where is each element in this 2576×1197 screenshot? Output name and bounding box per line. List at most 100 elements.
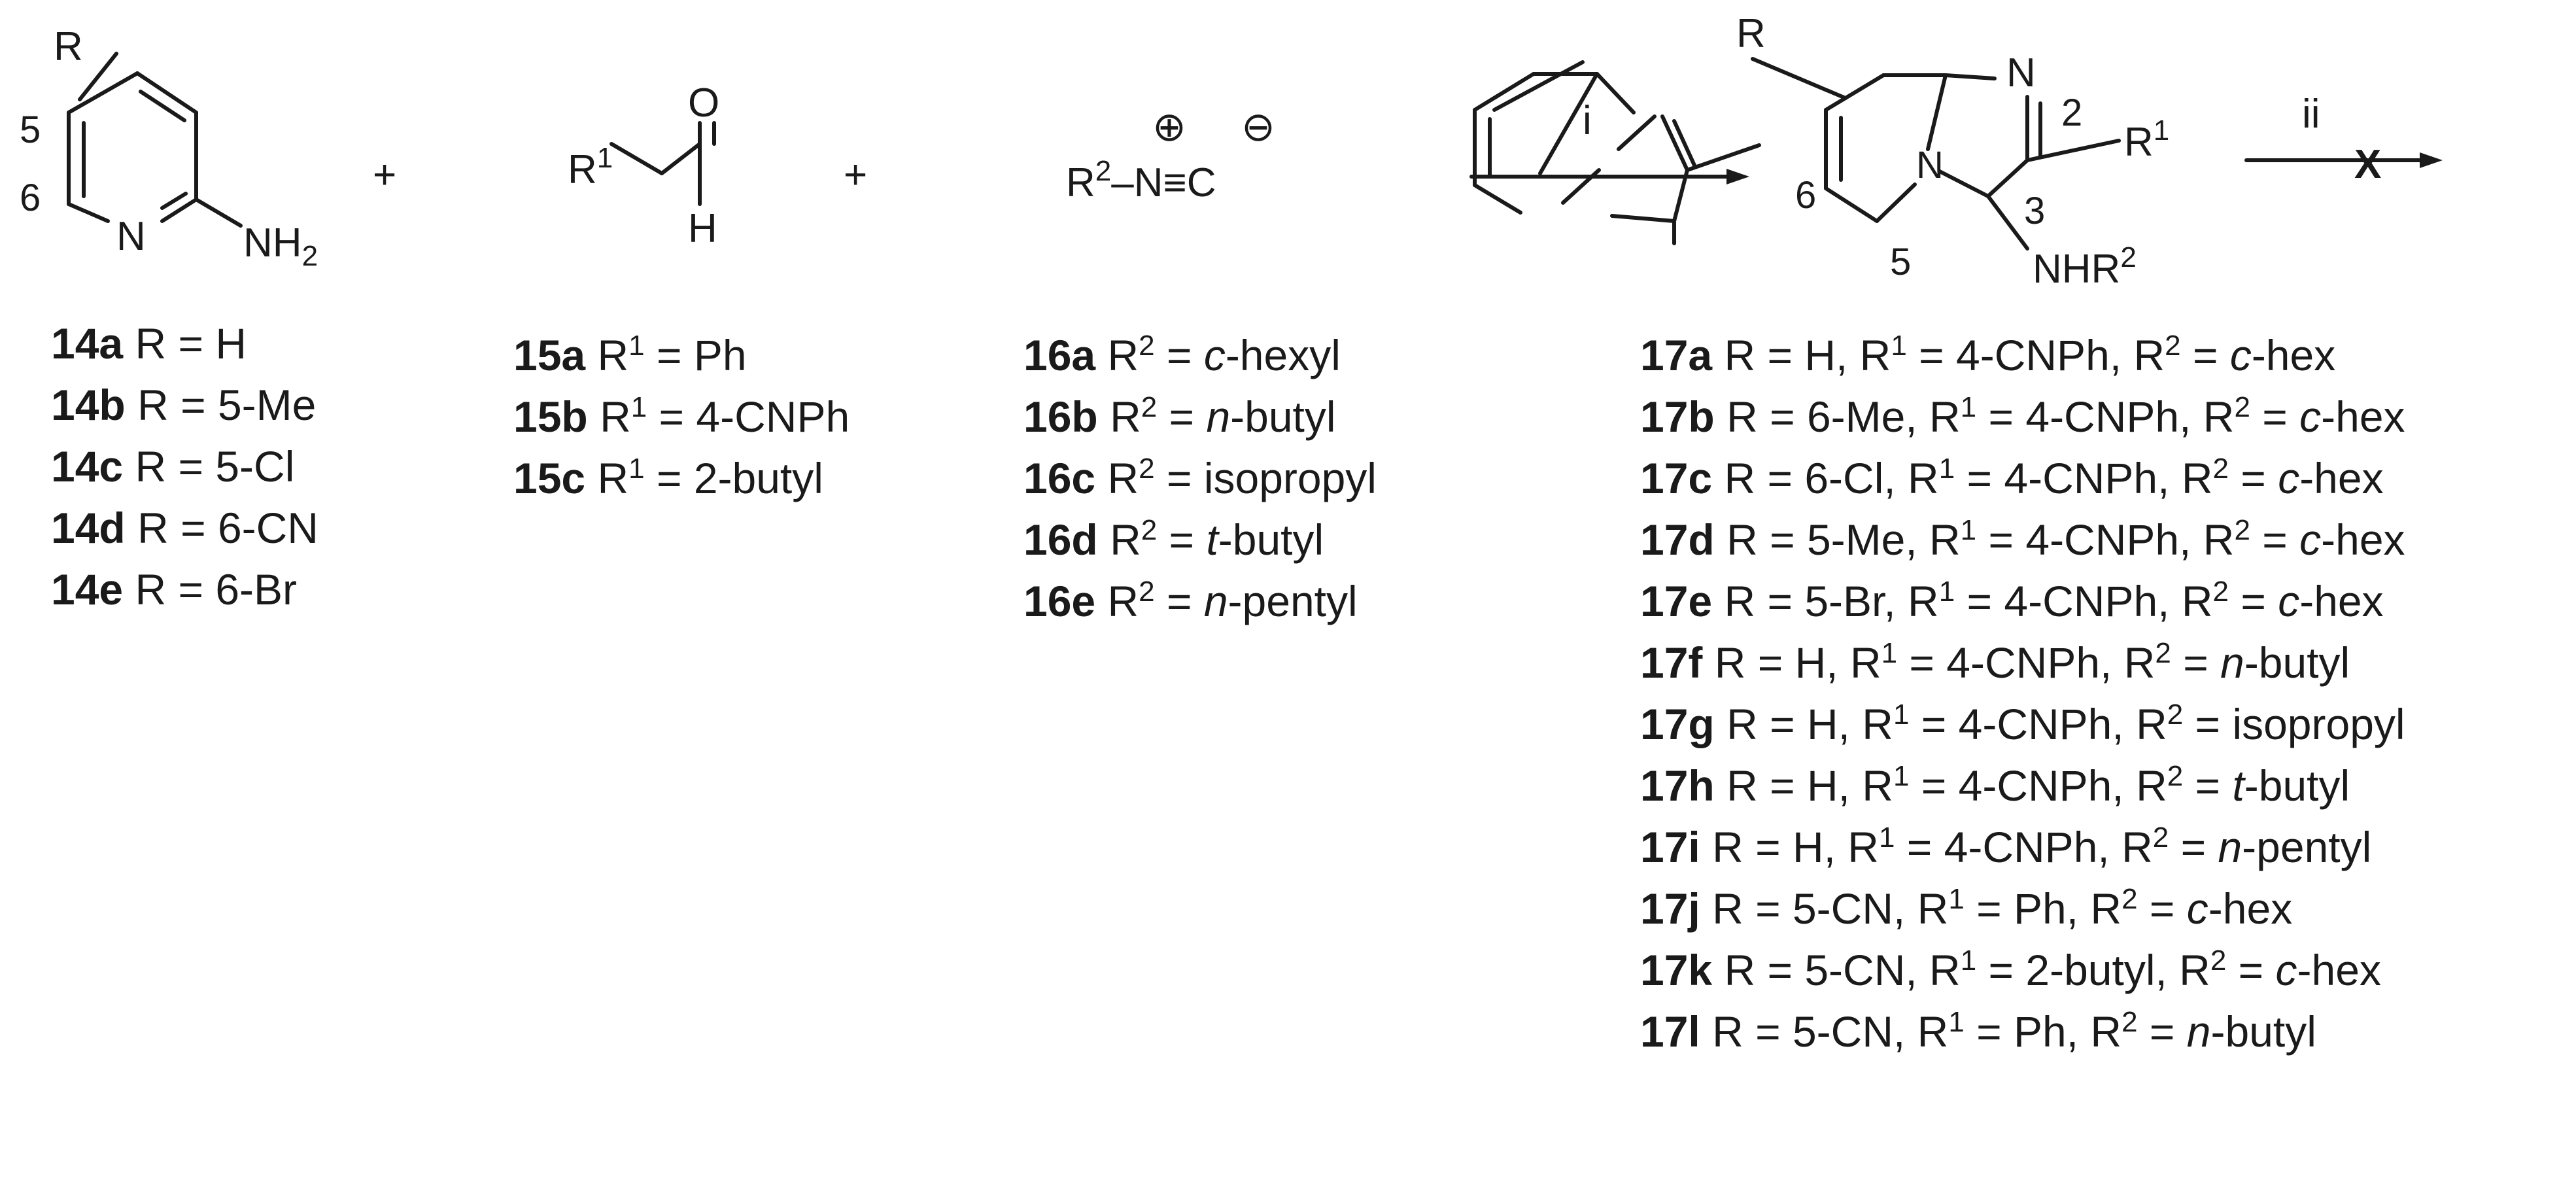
superscript: 2 xyxy=(2121,1006,2138,1038)
substituent-text: R = H, R xyxy=(1700,823,1879,871)
superscript: 2 xyxy=(1139,330,1155,362)
substituent-text: = 4-CNPh, R xyxy=(1976,392,2235,441)
superscript: 1 xyxy=(1893,699,1910,731)
superscript: 2 xyxy=(2165,330,2181,362)
list-item: 17b R = 6-Me, R1 = 4-CNPh, R2 = c-hex xyxy=(1640,392,2405,457)
substituent-text: = 2-butyl xyxy=(644,454,823,502)
italic-prefix: c xyxy=(2278,454,2300,502)
substituent-text: = xyxy=(2180,331,2230,379)
italic-prefix: c xyxy=(1203,331,1226,379)
substituent-text: R = 5-CN, R xyxy=(1700,884,1949,933)
italic-prefix: c xyxy=(2186,884,2208,933)
substituent-text: -pentyl xyxy=(2242,823,2372,871)
substituent-text: -butyl xyxy=(2210,1007,2316,1056)
list-item: 17j R = 5-CN, R1 = Ph, R2 = c-hex xyxy=(1640,884,2405,948)
product-N-bridgehead: N xyxy=(1916,144,1944,186)
substituent-text: R = 5-Cl xyxy=(123,442,295,491)
substituent-text: = xyxy=(1157,392,1207,441)
substituent-text: isopropyl xyxy=(2232,700,2405,748)
substituent-text: = xyxy=(2250,515,2300,564)
substituent-text: = 4-CNPh, R xyxy=(1909,700,2167,748)
substituent-text: -butyl xyxy=(1230,392,1336,441)
step-label-ii: ii xyxy=(2302,92,2320,137)
aldehyde-list: 15a R1 = Ph 15b R1 = 4-CNPh 15c R 1 = 2-b… xyxy=(513,331,850,518)
isocyanide-list: 16a R2 = c-hexyl 16b R2 = n-butyl 16c R2… xyxy=(1023,331,1377,641)
compound-id: 16e xyxy=(1023,577,1096,625)
substituent-text: = xyxy=(1154,331,1204,379)
list-item: 17a R = H, R1 = 4-CNPh, R2 = c-hex xyxy=(1640,331,2405,395)
list-item: 17k R = 5-CN, R1 = 2-butyl, R2 = c-hex xyxy=(1640,946,2405,1010)
aldehyde-H: H xyxy=(688,206,717,251)
compound-id: 14c xyxy=(51,442,124,491)
superscript: 1 xyxy=(1938,453,1955,485)
compound-id: 17e xyxy=(1640,577,1713,625)
substituent-text: -butyl xyxy=(1218,515,1324,564)
superscript: 1 xyxy=(628,453,645,485)
substituent-text: R = 6-Br xyxy=(123,565,298,614)
plus-sign-1: + xyxy=(373,152,396,198)
substituent-text: -hex xyxy=(2251,331,2336,379)
superscript: 2 xyxy=(1139,576,1155,608)
superscript: 1 xyxy=(1938,576,1955,608)
substituent-text: R xyxy=(587,392,631,441)
compound-id: 17f xyxy=(1640,638,1703,687)
list-item: 14c R = 5-Cl xyxy=(51,445,318,506)
aldehyde-R1: R1 xyxy=(568,142,613,192)
list-item: 14b R = 5-Me xyxy=(51,383,318,445)
list-item: 16d R2 = t-butyl xyxy=(1023,515,1377,580)
superscript: 1 xyxy=(1891,330,1907,362)
superscript: 2 xyxy=(2234,391,2250,423)
list-item: 17g R = H, R1 = 4-CNPh, R2 = isopropyl xyxy=(1640,700,2405,764)
arrowhead-ii xyxy=(2420,152,2443,168)
compound-id: 15c xyxy=(513,454,586,502)
blocked-mark: X xyxy=(2354,142,2381,187)
substituent-text: = 4-CNPh, R xyxy=(1909,761,2167,810)
list-item: 15a R1 = Ph xyxy=(513,331,850,395)
superscript: 2 xyxy=(2234,514,2250,546)
superscript: 1 xyxy=(1948,883,1965,915)
position-5-label: 5 xyxy=(20,109,41,151)
substituent-text: = 4-CNPh, R xyxy=(1976,515,2235,564)
isocyanide-formula: R2–N≡C xyxy=(1066,155,1216,205)
italic-prefix: n xyxy=(2186,1007,2211,1056)
superscript: 2 xyxy=(1139,453,1155,485)
product-R1: R1 xyxy=(2124,114,2169,165)
substituent-text: -hex xyxy=(2297,946,2381,994)
substituent-text: R = H, R xyxy=(1714,761,1893,810)
list-item: 16a R2 = c-hexyl xyxy=(1023,331,1377,395)
compound-id: 14e xyxy=(51,565,124,614)
substituent-text: R xyxy=(1097,392,1141,441)
list-item: 17l R = 5-CN, R1 = Ph, R2 = n-butyl xyxy=(1640,1007,2405,1071)
substituent-text: = Ph xyxy=(644,331,747,379)
amine-NH: NH2 xyxy=(243,220,318,272)
substituent-text: -pentyl xyxy=(1228,577,1358,625)
substituent-text: = xyxy=(2183,761,2233,810)
substituent-text: R = 6-Me, R xyxy=(1714,392,1961,441)
aminopyridine-list: 14a R = H 14b R = 5-Me 14c R = 5-Cl 14d … xyxy=(51,322,318,629)
substituent-text: = 4-CNPh, R xyxy=(1895,823,2153,871)
substituent-text: -hex xyxy=(2321,392,2405,441)
substituent-text: -butyl xyxy=(2244,638,2350,687)
italic-prefix: c xyxy=(2299,392,2322,441)
italic-prefix: c xyxy=(2275,946,2297,994)
compound-id: 16b xyxy=(1023,392,1098,441)
list-item: 17c R = 6-Cl, R1 = 4-CNPh, R2 = c-hex xyxy=(1640,454,2405,518)
list-item: 17h R = H, R1 = 4-CNPh, R2 = t-butyl xyxy=(1640,761,2405,825)
substituent-text: = xyxy=(1154,454,1204,502)
aminopyridine-R: R xyxy=(54,24,83,69)
negative-charge: ⊖ xyxy=(1241,105,1275,150)
substituent-text: R = 6-Cl, R xyxy=(1712,454,1939,502)
list-item: 17e R = 5-Br, R1 = 4-CNPh, R2 = c-hex xyxy=(1640,577,2405,641)
substituent-text: R = 6-CN xyxy=(125,504,318,552)
substituent-text: R xyxy=(1097,515,1141,564)
compound-id: 17l xyxy=(1640,1007,1700,1056)
substituent-text: = xyxy=(2169,823,2218,871)
compound-id: 17h xyxy=(1640,761,1715,810)
step-label-i: i xyxy=(1583,98,1592,143)
list-item: 15b R1 = 4-CNPh xyxy=(513,392,850,457)
list-item: 17d R = 5-Me, R1 = 4-CNPh, R2 = c-hex xyxy=(1640,515,2405,580)
list-item: 14e R = 6-Br xyxy=(51,568,318,629)
italic-prefix: n xyxy=(1203,577,1228,625)
italic-prefix: n xyxy=(1206,392,1231,441)
